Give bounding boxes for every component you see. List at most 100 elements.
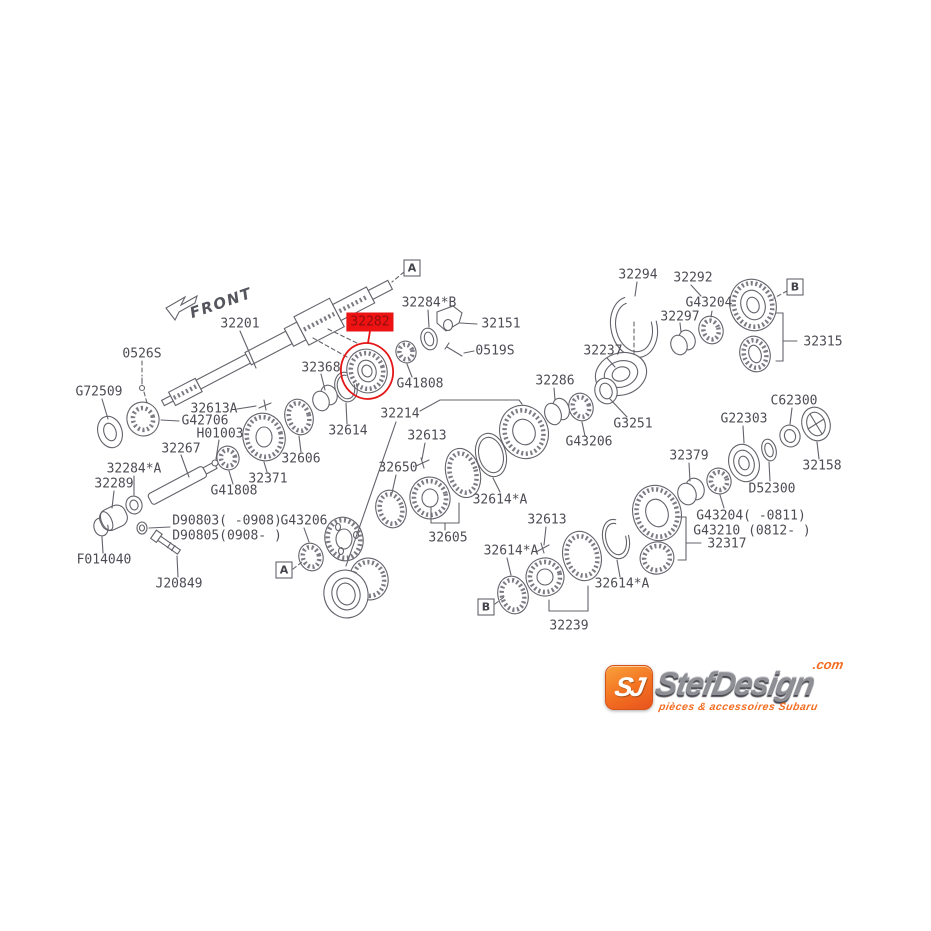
part-label-32267: 32267 [161,441,201,457]
ring-32284b [420,327,438,351]
part-label-d90805-0908: D90805(0908- ) [172,528,282,544]
part-label-32292: 32292 [673,270,713,286]
bearing-g22303 [728,443,760,483]
part-label-32237: 32237 [583,343,623,359]
part-label-32239: 32239 [549,618,589,634]
part-label-32613: 32613 [407,428,447,444]
front-arrow-icon [165,294,198,322]
part-label-g41808: G41808 [210,483,258,499]
part-label-32613a: 32613A [190,401,238,417]
double-gear-front [323,569,369,619]
spring-clip-32613-right [535,542,550,554]
part-label-32605: 32605 [428,530,468,546]
part-label-g22303: G22303 [720,411,768,427]
gear-32282 [346,348,388,394]
washer-d90803 [136,521,148,535]
part-label-32606: 32606 [281,451,321,467]
input-shaft-32201 [160,279,394,407]
roller-bearing-g41808-right [395,340,417,364]
bushing-32297 [670,329,696,356]
ring-gear-right [561,530,603,582]
part-label-g43206: G43206 [280,513,328,529]
part-label-c62300: C62300 [770,393,818,409]
part-label-32368: 32368 [301,360,341,376]
part-label-32614-a: 32614*A [472,492,528,508]
bearing-gear-middle [499,404,549,460]
gear-32315-small [739,335,771,373]
gear-32371 [242,412,286,462]
ref-box-b: B [477,598,495,616]
gear-plate [324,516,364,562]
monogram-text: SJ [612,672,646,702]
part-label-g3251: G3251 [613,416,653,432]
bearing-g42706 [126,401,160,437]
gear-32317-small [639,541,675,575]
speedo-gear-32158 [801,406,831,442]
ref-box-b: B [786,278,804,296]
part-label-32214: 32214 [380,406,420,422]
stefdesign-logo: SJ .com StefDesign pièces & accessoires … [597,657,869,717]
part-label-32379: 32379 [669,448,709,464]
part-label-32614-a: 32614*A [483,543,539,559]
highlight-32282 [340,330,394,400]
part-label-0519s: 0519S [475,343,515,359]
ball-h01003 [211,459,219,467]
snap-ring-32294 [609,295,659,359]
bushing-32286 [544,397,570,426]
snap-ring-32614a-right [601,518,631,560]
sleeve-32289 [98,504,128,532]
highlighted-part-label: 32282 [346,312,394,332]
part-label-32151: 32151 [481,316,521,332]
part-label-g43204: G43204 [685,295,733,311]
part-label-32371: 32371 [248,471,288,487]
seal-g72509 [97,415,123,449]
part-label-g41808: G41808 [396,376,444,392]
washer-32284a [125,495,143,515]
part-label-0526s: 0526S [122,346,162,362]
snap-ring-f014040 [93,517,109,537]
synchro-hub-32605 [409,476,451,520]
ring-gear-left [444,447,482,499]
pin-0526s [138,377,148,404]
part-label-32297: 32297 [660,309,700,325]
roller-bearing-g43206-lowerleft [298,542,324,572]
locknut-c62300 [779,424,801,448]
ref-box-a: A [275,561,293,579]
logo-brand-name: StefDesign [652,665,817,702]
part-label-j20849: J20849 [155,576,203,592]
roller-bearing-g43204-top [698,315,724,345]
bushing-32379 [677,477,705,506]
part-label-32613: 32613 [527,512,567,528]
part-label-32284-a: 32284*A [106,461,162,477]
bushing-32368 [312,384,338,412]
part-label-d90803-0908: D90803( -0908) [172,513,282,529]
logo-tagline: pièces & accessoires Subaru [657,701,819,713]
part-label-32614: 32614 [328,423,368,439]
part-label-h01003: H01003 [196,426,244,442]
spring-clip-32613-left [415,457,430,469]
ref-box-a: A [403,259,421,277]
part-label-32284-b: 32284*B [401,295,457,311]
part-label-d52300: D52300 [748,481,796,497]
gear-32315-large [729,278,777,332]
part-label-32317: 32317 [707,536,747,552]
synchro-ring-32614a-b [497,575,529,615]
part-label-g43210-0812: G43210 (0812- ) [693,523,811,539]
part-label-32650: 32650 [378,460,418,476]
washer-d52300 [761,438,777,462]
part-label-g43206: G43206 [565,434,613,450]
leader-lines [101,271,820,612]
bracket-32151 [436,305,463,332]
part-label-f014040: F014040 [76,552,132,568]
ring-gear-32606 [284,398,314,436]
synchro-ring-32650 [375,489,407,529]
part-label-32286: 32286 [535,373,575,389]
part-label-32289: 32289 [94,476,134,492]
screw-0519s [444,342,463,357]
synchro-hub-right [525,557,565,597]
synchro-ring-32614a-1 [474,432,508,478]
part-label-32158: 32158 [802,458,842,474]
part-label-32614-a: 32614*A [594,576,650,592]
